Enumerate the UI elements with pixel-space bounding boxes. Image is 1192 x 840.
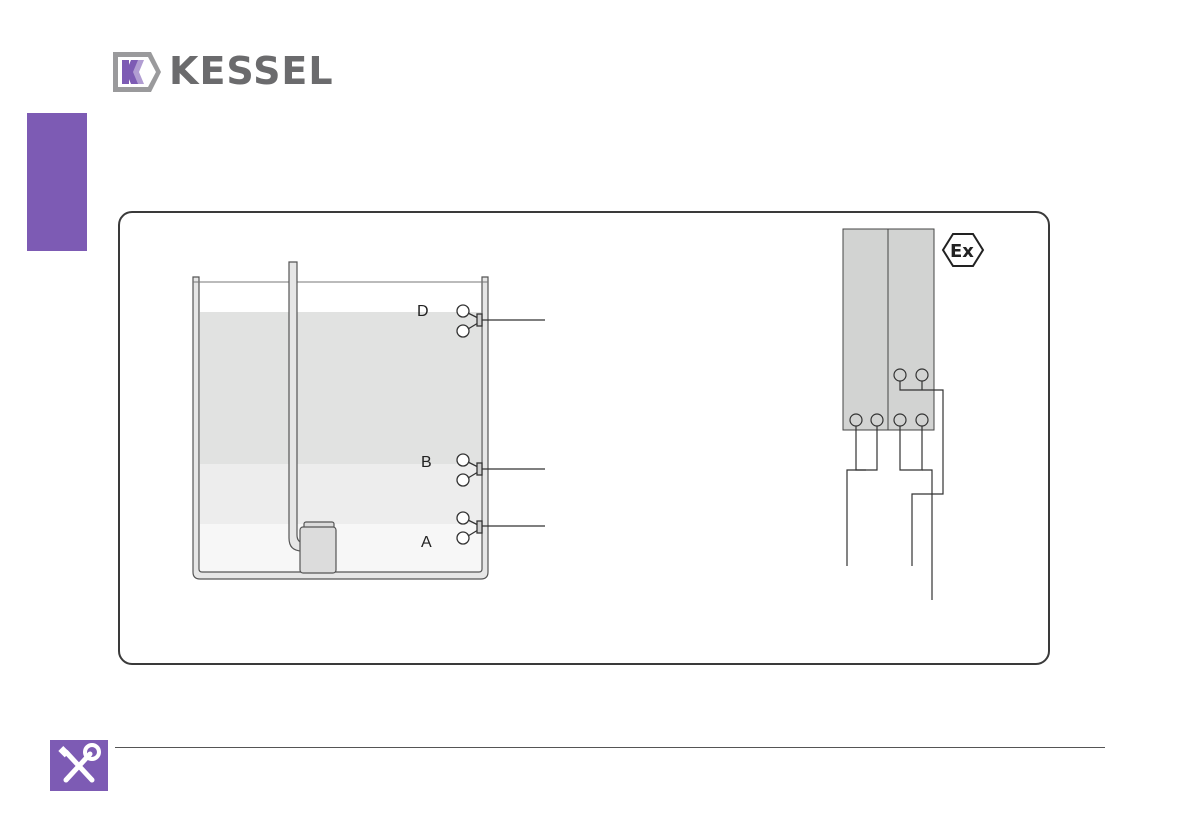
zone-lower (200, 524, 481, 572)
relay-module-left (843, 229, 888, 430)
zone-middle (200, 464, 481, 524)
ex-symbol-text: Ex (950, 241, 974, 262)
ex-hazard-icon: Ex (943, 234, 983, 266)
pump (300, 522, 336, 573)
tools-icon (50, 740, 108, 791)
label-d: D (417, 303, 429, 320)
relay-module-right (888, 229, 934, 430)
zone-upper (200, 312, 481, 464)
footer-divider (115, 747, 1105, 748)
label-b: B (421, 454, 432, 471)
wrench-screwdriver-icon (50, 740, 108, 791)
label-a: A (421, 534, 432, 551)
